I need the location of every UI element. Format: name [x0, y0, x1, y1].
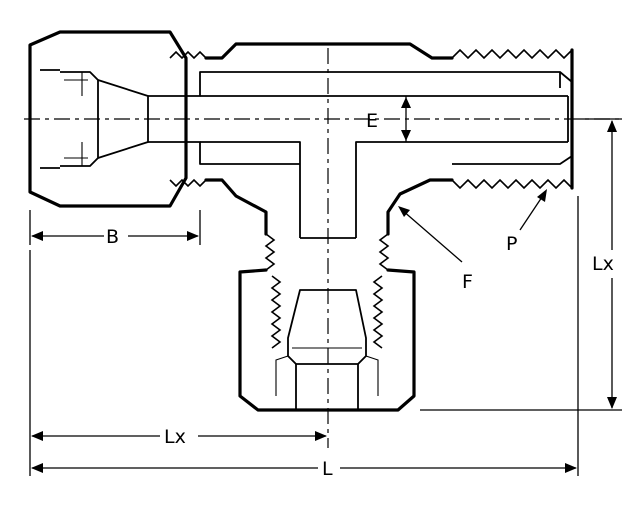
dimension-b: B [29, 210, 201, 248]
label-l: L [322, 458, 333, 480]
tee-body [148, 42, 573, 238]
dimension-l: L [31, 196, 579, 480]
center-lines [24, 48, 620, 448]
label-b: B [106, 226, 119, 248]
left-nut [28, 30, 188, 208]
leader-f: F [398, 206, 473, 293]
label-e: E [366, 110, 378, 132]
bottom-nut [238, 237, 416, 412]
label-lx-vertical: Lx [592, 253, 614, 275]
label-f: F [462, 271, 473, 293]
branch-threads [264, 233, 390, 271]
dimension-lx-vertical: Lx [420, 118, 622, 411]
left-nut-threads [169, 50, 207, 188]
left-ferrule [60, 71, 149, 167]
label-lx-horizontal: Lx [164, 426, 186, 448]
dimension-lx-horizontal: Lx [29, 250, 327, 476]
dimension-e: E [366, 96, 411, 142]
label-p: P [506, 233, 517, 255]
leader-p: P [506, 189, 547, 255]
